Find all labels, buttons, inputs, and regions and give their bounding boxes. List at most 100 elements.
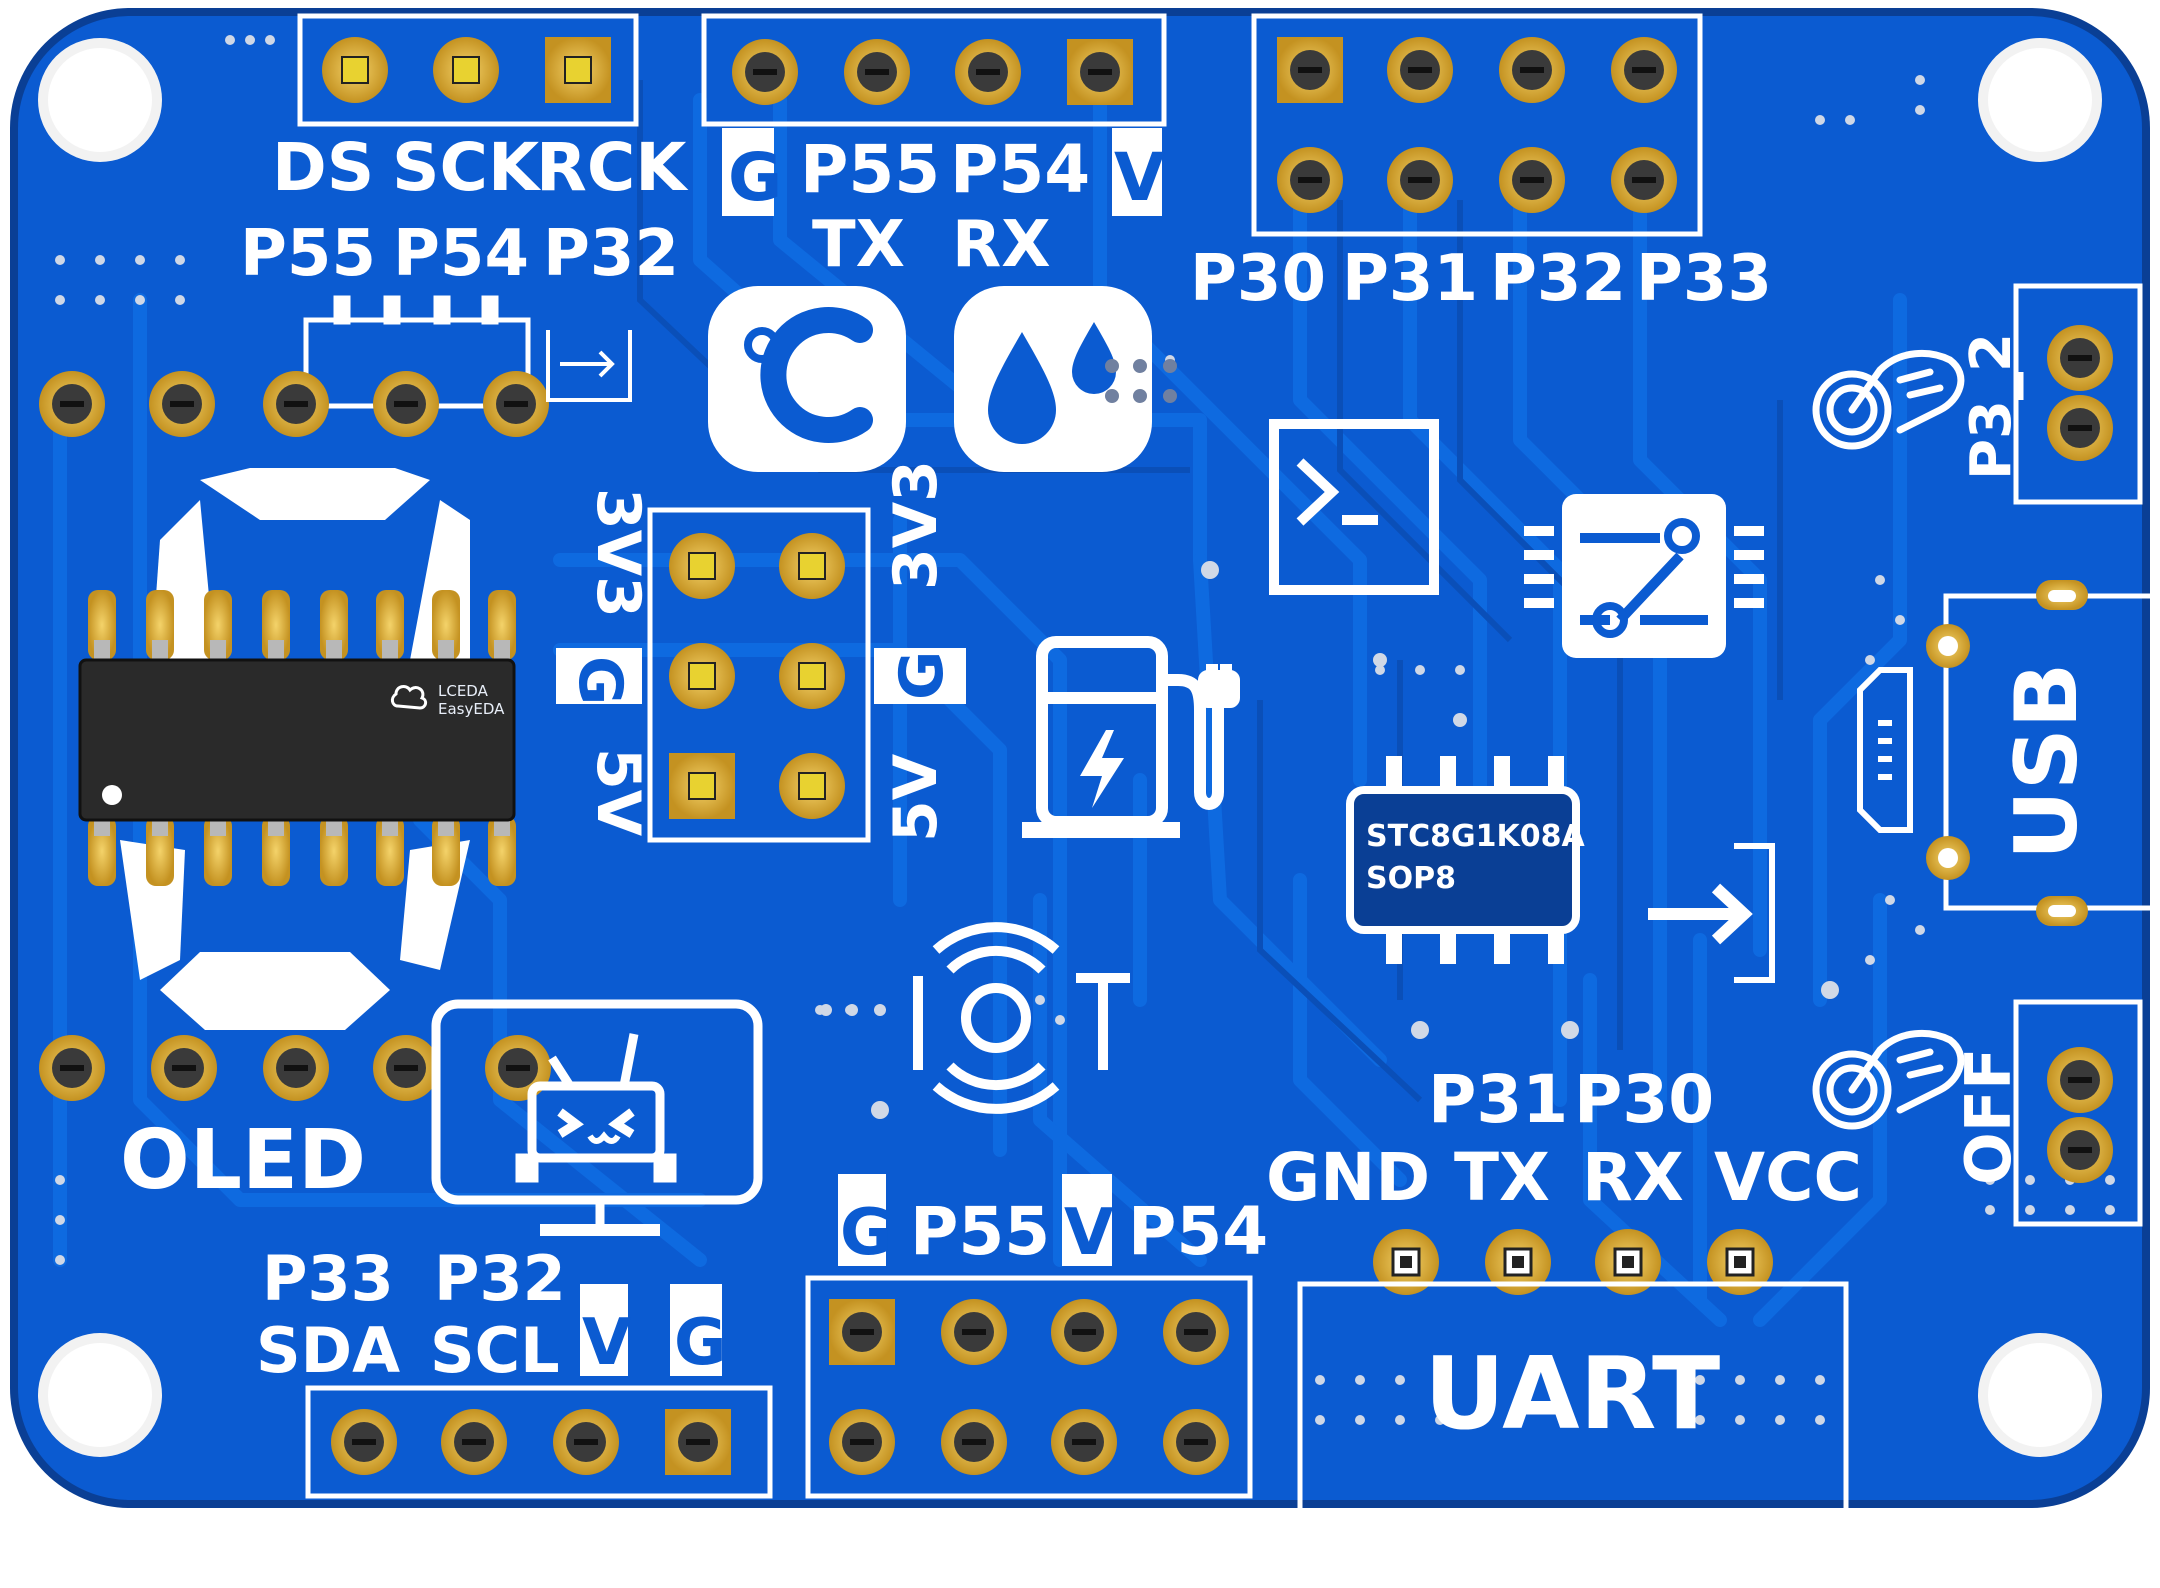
pin-bot-p54-b[interactable] [1163, 1409, 1229, 1475]
label-p30: P30 [1190, 242, 1326, 316]
pin-i2c-v[interactable] [553, 1409, 619, 1475]
iot-icon [913, 922, 1130, 1114]
pin-sensor-2[interactable] [373, 371, 439, 437]
label-bot-g: G [840, 1196, 893, 1270]
pin-p31-b[interactable] [1387, 147, 1453, 213]
label-uart-big: UART [1424, 1335, 1720, 1452]
label-bg-g [722, 128, 774, 216]
sensor-pads [1105, 359, 1177, 403]
pin-oled-4[interactable] [373, 1035, 439, 1101]
label-bg-bot-v [1062, 1174, 1112, 1266]
easyeda-label: EasyEDA [438, 700, 505, 718]
label-p33: P33 [1636, 242, 1772, 316]
label-i2c-p32: P32 [434, 1242, 566, 1315]
pin-p3-2-b[interactable] [2047, 395, 2113, 461]
label-tx: TX [812, 208, 905, 282]
label-sda: SDA [256, 1314, 400, 1387]
label-off: OFF [1952, 1048, 2025, 1185]
label-uart2-p31: P31 [1428, 1061, 1568, 1138]
label-i2c-p33: P33 [262, 1242, 394, 1315]
pin-5v-left[interactable] [668, 752, 736, 820]
p3-2-header-outline [2013, 283, 2143, 505]
pin-p33-b[interactable] [1611, 147, 1677, 213]
ic-pins-top [88, 590, 516, 660]
label-p32: P32 [1490, 242, 1626, 316]
pin-bot-v-b[interactable] [1051, 1409, 1117, 1475]
mcu-chip [1346, 786, 1580, 934]
usb-pad-bottom-hole [2048, 905, 2076, 917]
pin-p32-a[interactable] [1499, 37, 1565, 103]
terminal-icon [1269, 419, 1439, 595]
pin-oled-5[interactable] [485, 1035, 551, 1101]
label-top-p32: P32 [543, 217, 679, 291]
charging-station-icon [1022, 636, 1240, 838]
pin-i2c-g[interactable] [665, 1409, 731, 1475]
pin-sda[interactable] [331, 1409, 397, 1475]
arrow-right-icon [1648, 843, 1775, 983]
pin-bot-v-a[interactable] [1051, 1299, 1117, 1365]
pin-bot-p54-a[interactable] [1163, 1299, 1229, 1365]
pin-uart-top-p55[interactable] [844, 39, 910, 105]
pin-p3-2-a[interactable] [2047, 325, 2113, 391]
pin-g-left[interactable] [668, 642, 736, 710]
label-uart-top-p54: P54 [950, 131, 1090, 208]
label-top-p54: P54 [393, 217, 529, 291]
usb-shield-hole-bottom [1938, 848, 1958, 868]
pin-rck[interactable] [544, 36, 612, 104]
pin-bot-g-b[interactable] [829, 1409, 895, 1475]
usb-pad-top-hole [2048, 590, 2076, 602]
arrow-right-icon [546, 330, 632, 402]
pin-3v3-left[interactable] [668, 532, 736, 600]
mcu-label-line2: SOP8 [1366, 861, 1456, 896]
pin-bot-p55-b[interactable] [941, 1409, 1007, 1475]
vias [820, 1004, 886, 1016]
pin-uart-top-p54[interactable] [955, 39, 1021, 105]
label-i2c-v: V [582, 1306, 632, 1380]
label-top-p55: P55 [240, 217, 376, 291]
pin-3v3-right[interactable] [778, 532, 846, 600]
pin-off-b[interactable] [2047, 1117, 2113, 1183]
pin-sensor-1[interactable] [263, 371, 329, 437]
pin-uart-top-v[interactable] [1067, 39, 1133, 105]
pin-ds[interactable] [321, 36, 389, 104]
touch-icon [1812, 1029, 1965, 1130]
label-bot-v: V [1064, 1196, 1114, 1270]
pin-p31-a[interactable] [1387, 37, 1453, 103]
pin-oled-3[interactable] [263, 1035, 329, 1101]
pin-oled-1[interactable] [39, 1035, 105, 1101]
label-rx: RX [952, 208, 1051, 282]
humidity-drops-icon [954, 286, 1152, 472]
usb-shield-hole-top [1938, 636, 1958, 656]
pin-g-right[interactable] [778, 642, 846, 710]
label-rck: RCK [536, 129, 689, 206]
pin-scl[interactable] [441, 1409, 507, 1475]
label-uart-top-p55: P55 [800, 131, 940, 208]
label-gnd: GND [1266, 1139, 1430, 1216]
pin-bot-g-a[interactable] [829, 1299, 895, 1365]
pin-oled-2[interactable] [151, 1035, 217, 1101]
pin-oled-top-2[interactable] [149, 371, 215, 437]
pin-5v-right[interactable] [778, 752, 846, 820]
mounting-holes [38, 38, 2102, 1457]
pin-off-a[interactable] [2047, 1047, 2113, 1113]
pin-p30-b[interactable] [1277, 147, 1343, 213]
power-header-outline [647, 507, 871, 843]
pin-bot-p55-a[interactable] [941, 1299, 1007, 1365]
pin-sck[interactable] [432, 36, 500, 104]
label-bot-p54: P54 [1128, 1193, 1268, 1270]
charging-bolt [1080, 730, 1124, 808]
label-uart-top-g: G [728, 139, 782, 216]
label-uart2-p30: P30 [1574, 1061, 1714, 1138]
label-right-3v3: 3V3 [881, 460, 951, 590]
label-left-3v3: 3V3 [583, 488, 653, 618]
label-uart2-tx: TX [1454, 1139, 1550, 1216]
bottom-header-outline [805, 1275, 1253, 1499]
pin-p33-a[interactable] [1611, 37, 1677, 103]
pin-uart-top-g[interactable] [732, 39, 798, 105]
shift-register-chip [78, 658, 516, 822]
pin-p32-b[interactable] [1499, 147, 1565, 213]
pin-p30-a[interactable] [1277, 37, 1343, 103]
vias [55, 35, 2115, 1425]
pin-oled-top-1[interactable] [39, 371, 105, 437]
pin-sensor-3[interactable] [483, 371, 549, 437]
